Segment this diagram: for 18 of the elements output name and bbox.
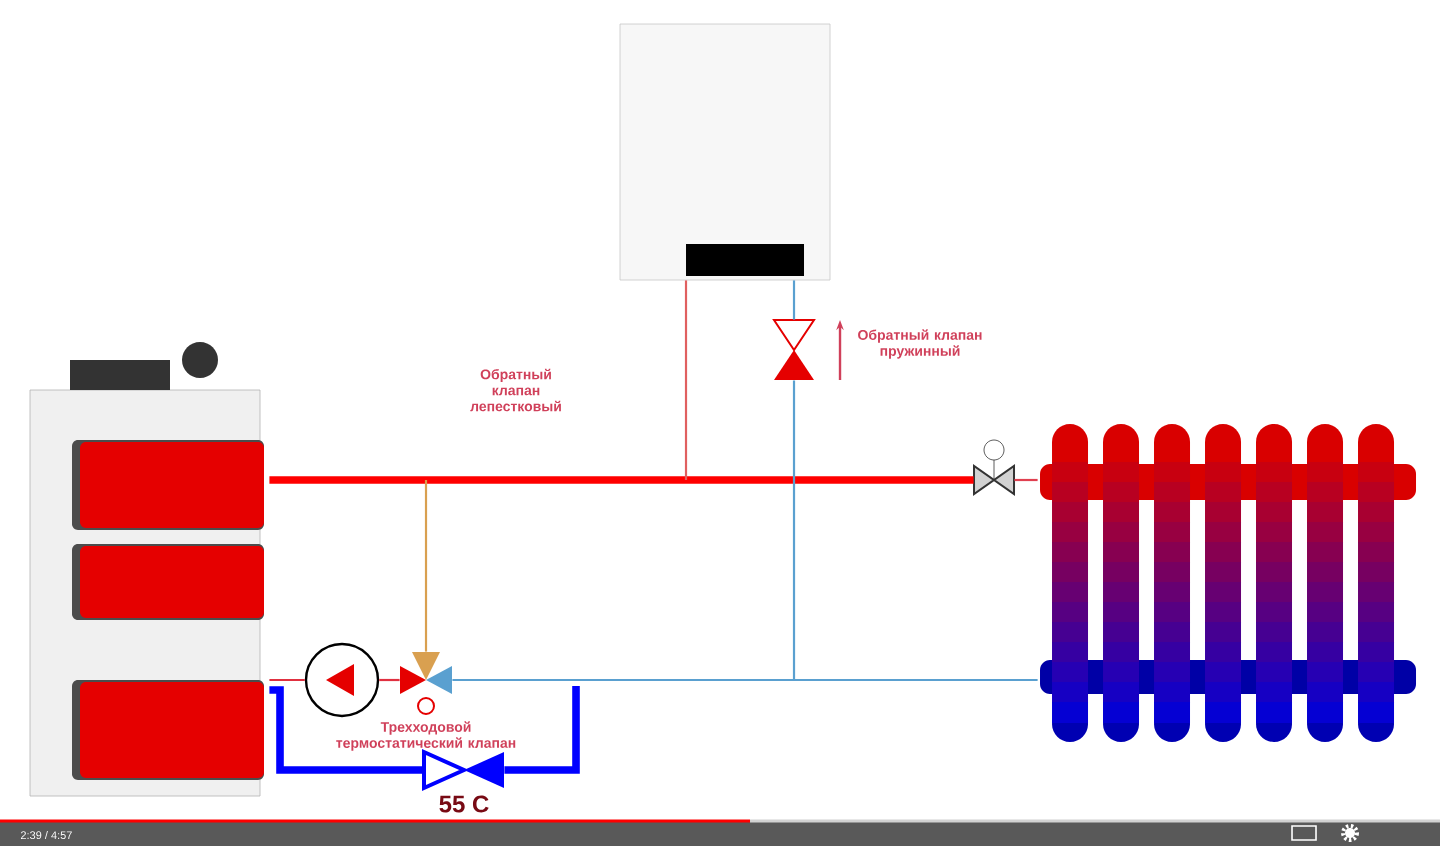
pump-symbol <box>304 642 380 718</box>
pipe <box>379 678 400 682</box>
wall-boiler-drawing <box>619 23 831 281</box>
pipe <box>792 280 796 320</box>
boiler-drawing <box>29 342 264 797</box>
radiator-drawing <box>1040 424 1416 742</box>
pipe <box>269 678 305 682</box>
pipe <box>452 678 1038 682</box>
radiator-valve-symbol <box>973 439 1015 496</box>
pipe <box>684 280 688 480</box>
pipe <box>504 686 580 774</box>
pipe <box>269 686 424 774</box>
pipe <box>269 476 974 484</box>
pipe <box>792 380 796 680</box>
temperature-label: 55 C <box>439 795 489 813</box>
pipe <box>1014 478 1038 482</box>
pipe <box>424 480 428 652</box>
three-way-valve-symbol <box>400 652 452 715</box>
